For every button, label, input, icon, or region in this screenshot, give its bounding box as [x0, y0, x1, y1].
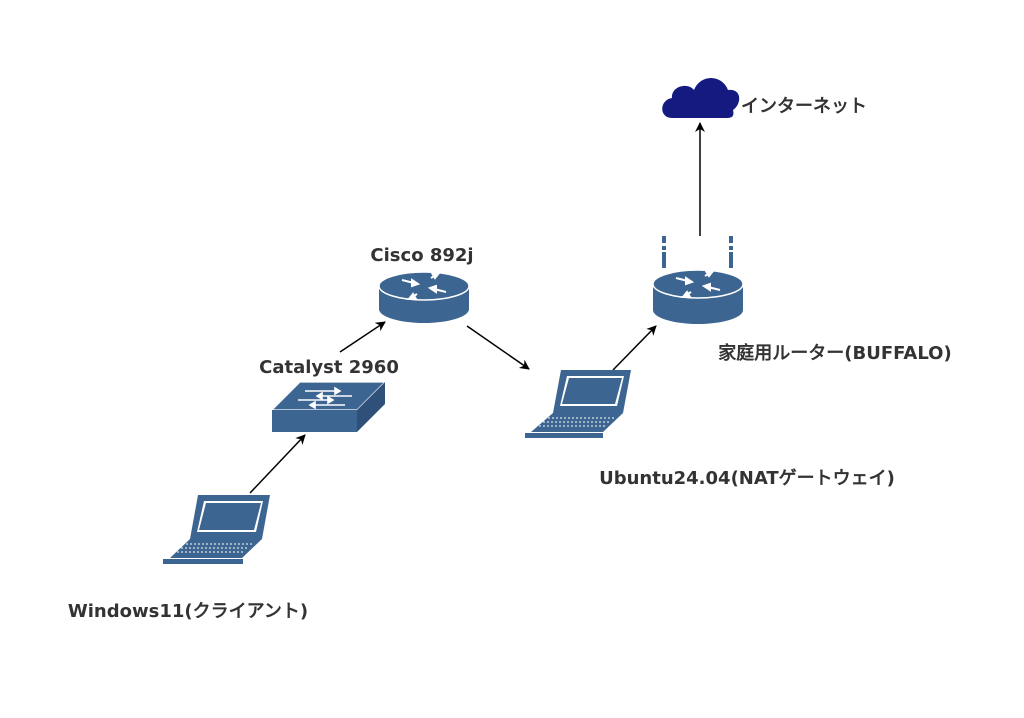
router-icon: [378, 271, 470, 323]
windows-label: Windows11(クライアント): [67, 601, 309, 622]
cloud-icon: [662, 78, 740, 118]
edge-ubuntu-to-home-router: [612, 325, 657, 371]
edge-catalyst-to-cisco: [339, 321, 386, 353]
catalyst-label: Catalyst 2960: [259, 357, 399, 378]
edge-windows-to-catalyst: [249, 434, 306, 494]
home-router-label: 家庭用ルーター(BUFFALO): [718, 343, 952, 364]
laptop-icon: [163, 495, 270, 564]
switch-icon: [270, 381, 387, 432]
ubuntu-label: Ubuntu24.04(NATゲートウェイ): [599, 468, 895, 489]
internet-label: インターネット: [741, 96, 867, 117]
cisco-label: Cisco 892j: [370, 245, 474, 266]
edge-cisco-to-ubuntu: [466, 325, 530, 370]
laptop-icon: [525, 370, 631, 438]
wireless-router-icon: [652, 236, 744, 324]
connections: [249, 122, 705, 494]
